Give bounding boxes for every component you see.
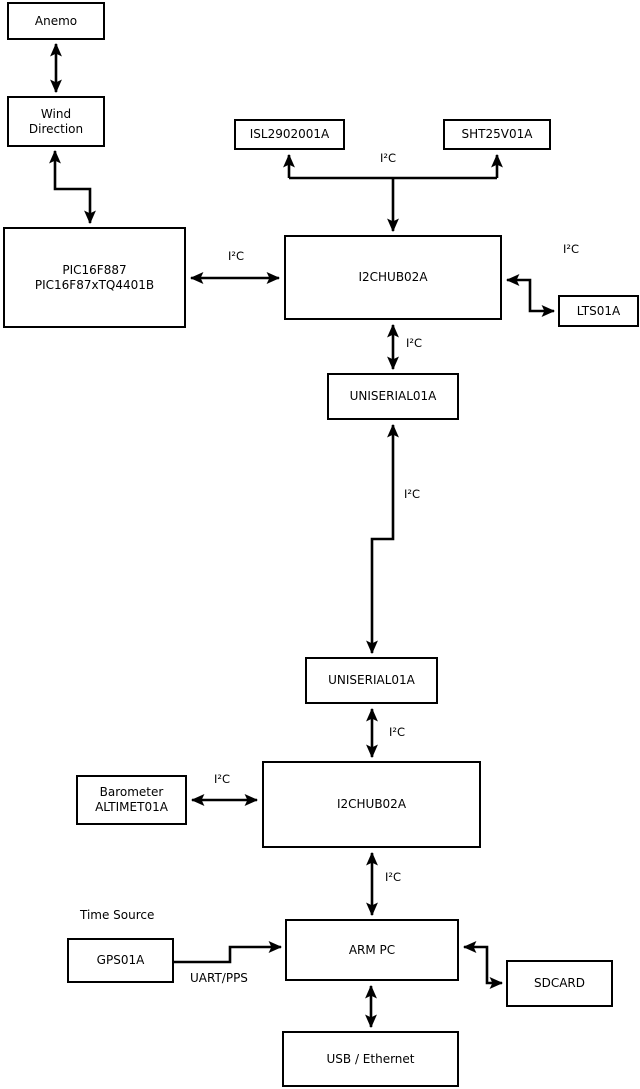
block-gps01a-label: GPS01A	[96, 953, 145, 967]
block-anemo[interactable]: Anemo	[7, 2, 105, 40]
block-pic-microcontroller[interactable]: PIC16F887 PIC16F87xTQ4401B	[3, 227, 186, 328]
block-sht25v01a[interactable]: SHT25V01A	[443, 119, 551, 150]
block-gps01a[interactable]: GPS01A	[67, 938, 174, 983]
wire-hub-lts	[505, 274, 556, 317]
block-i2chub02a-bottom[interactable]: I2CHUB02A	[262, 761, 481, 848]
block-sdcard-label: SDCARD	[533, 976, 586, 990]
wire-uniserial-uniserial	[366, 423, 399, 655]
block-arm-pc-label: ARM PC	[348, 942, 396, 957]
wire-armpc-sdcard	[462, 941, 504, 989]
block-lts01a[interactable]: LTS01A	[558, 295, 639, 327]
block-wind-direction-label: Wind Direction	[28, 106, 84, 136]
wire-label-i2c-barometer-hub: I²C	[214, 772, 231, 786]
wire-label-i2c-hub-uniserial: I²C	[406, 336, 423, 350]
block-uniserial01a-bottom-label: UNISERIAL01A	[328, 673, 415, 687]
block-isl2902001a[interactable]: ISL2902001A	[234, 119, 345, 150]
wire-label-time-source: Time Source	[80, 908, 155, 922]
wire-label-i2c-uniserial-uniserial: I²C	[404, 487, 421, 501]
wire-label-uart-pps: UART/PPS	[190, 971, 248, 985]
block-uniserial01a-top-label: UNISERIAL01A	[349, 389, 437, 403]
wire-gps-armpc	[174, 941, 283, 964]
block-barometer-altimet01a-label: Barometer ALTIMET01A	[95, 785, 168, 814]
block-uniserial01a-bottom[interactable]: UNISERIAL01A	[305, 657, 438, 704]
block-uniserial01a-top[interactable]: UNISERIAL01A	[327, 373, 459, 420]
block-arm-pc[interactable]: ARM PC	[285, 919, 459, 981]
block-pic-microcontroller-label: PIC16F887 PIC16F87xTQ4401B	[34, 262, 155, 292]
block-i2chub02a-top[interactable]: I2CHUB02A	[284, 235, 502, 320]
wire-label-i2c-hub-armpc: I²C	[385, 870, 402, 884]
wire-label-i2c-uniserial-hub: I²C	[389, 725, 406, 739]
wire-label-i2c-pic-hub: I²C	[228, 249, 245, 263]
wire-label-i2c-isl-sht: I²C	[380, 151, 397, 165]
wire-wind-pic	[49, 149, 96, 225]
block-isl2902001a-label: ISL2902001A	[249, 127, 330, 141]
block-anemo-label: Anemo	[34, 13, 78, 28]
wire-label-i2c-hub-lts: I²C	[563, 242, 580, 256]
block-usb-ethernet-label: USB / Ethernet	[326, 1051, 415, 1066]
block-i2chub02a-bottom-label: I2CHUB02A	[336, 797, 407, 811]
block-barometer-altimet01a[interactable]: Barometer ALTIMET01A	[76, 775, 187, 825]
block-usb-ethernet[interactable]: USB / Ethernet	[282, 1031, 459, 1087]
block-sht25v01a-label: SHT25V01A	[461, 127, 533, 141]
block-wind-direction[interactable]: Wind Direction	[7, 96, 105, 147]
block-i2chub02a-top-label: I2CHUB02A	[358, 270, 428, 284]
block-sdcard[interactable]: SDCARD	[506, 960, 613, 1007]
block-lts01a-label: LTS01A	[576, 303, 621, 318]
